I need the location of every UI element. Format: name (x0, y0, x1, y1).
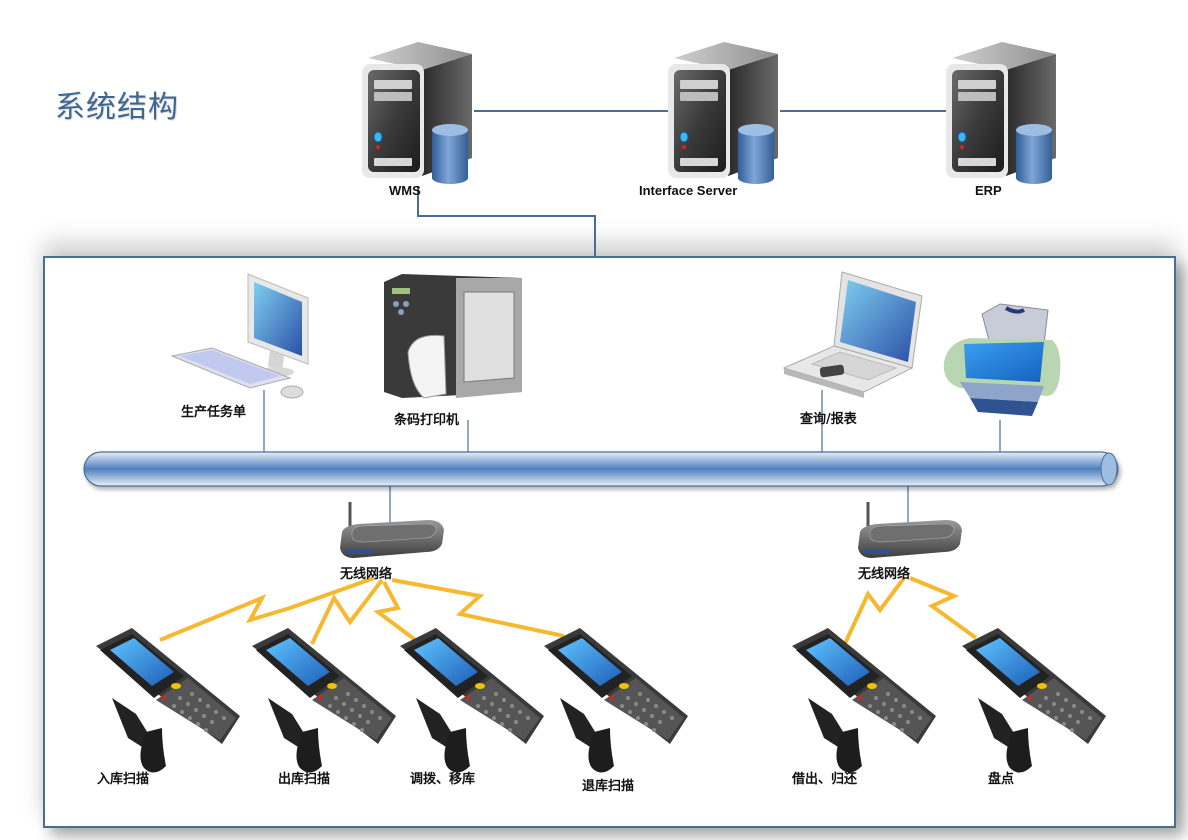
wireless-ap-1-icon[interactable] (338, 500, 446, 560)
handheld-label-3: 调拨、移库 (410, 772, 476, 787)
signal-h4 (391, 578, 565, 638)
ap-label-1: 无线网络 (340, 567, 393, 582)
handheld-label-5: 借出、归还 (792, 772, 858, 787)
page-title: 系统结构 (55, 90, 179, 125)
ap-label-2: 无线网络 (858, 567, 911, 582)
desktop-computer-icon[interactable] (170, 273, 309, 399)
wireless-signals (159, 576, 978, 651)
lan-drops (263, 390, 1001, 526)
server-label-erp: ERP (975, 183, 1002, 198)
handheld-label-1: 入库扫描 (97, 772, 150, 787)
handheld-label-4: 退库扫描 (582, 779, 635, 794)
server-interface-icon[interactable] (667, 41, 779, 185)
device-label-workstation: 生产任务单 (181, 405, 247, 420)
handheld-label-2: 出库扫描 (278, 772, 331, 787)
signal-h6 (909, 576, 978, 640)
wireless-ap-2-icon[interactable] (856, 500, 964, 560)
signal-h1 (159, 576, 375, 642)
device-label-barcode-printer: 条码打印机 (394, 413, 460, 428)
server-label-interface: Interface Server (639, 183, 738, 198)
signal-h3 (373, 581, 428, 650)
link-wms-lan (417, 186, 596, 256)
barcode-printer-icon[interactable] (384, 274, 522, 399)
handheld-label-6: 盘点 (988, 772, 1015, 787)
server-erp-icon[interactable] (945, 41, 1057, 185)
signal-h2 (310, 578, 384, 645)
server-label-wms: WMS (389, 183, 421, 198)
signal-h5 (840, 576, 906, 651)
handheld-scanner-5-icon[interactable] (792, 628, 936, 773)
device-label-laptop: 查询/报表 (800, 412, 857, 427)
handheld-scanner-1-icon[interactable] (96, 628, 240, 773)
printer-icon[interactable] (943, 303, 1061, 416)
server-links (417, 110, 946, 256)
handheld-scanner-4-icon[interactable] (544, 628, 688, 773)
network-bus (83, 451, 1119, 487)
laptop-icon[interactable] (782, 271, 923, 398)
handheld-scanner-2-icon[interactable] (252, 628, 396, 773)
server-wms-icon[interactable] (361, 41, 473, 185)
handheld-scanner-3-icon[interactable] (400, 628, 544, 773)
handheld-scanner-6-icon[interactable] (962, 628, 1106, 773)
